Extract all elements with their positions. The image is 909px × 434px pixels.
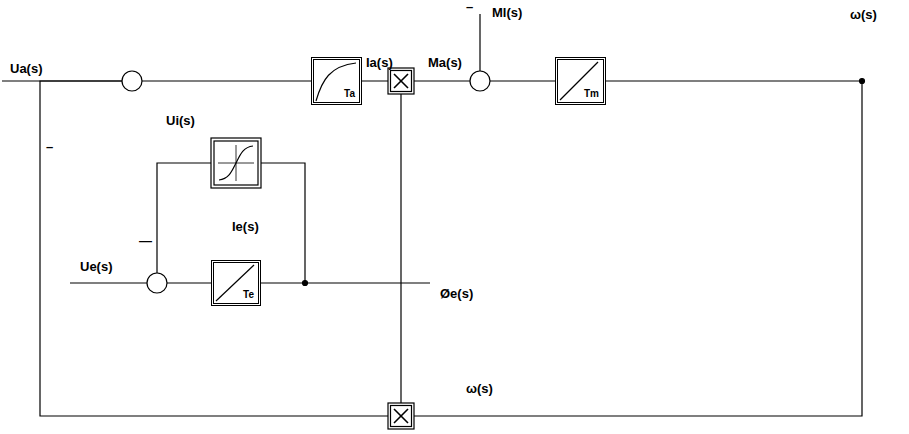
signal-name: Ua(s): [10, 62, 43, 76]
signal-name: ω(s): [850, 8, 877, 22]
summing-junction: [122, 71, 142, 91]
multiplier-symbol: [394, 74, 408, 88]
multiplier-block: [391, 71, 412, 92]
signal-name: Ui(s): [166, 114, 195, 128]
signal-name: Øe(s): [440, 287, 473, 301]
signal-wire: [261, 282, 430, 283]
block-time-constant: Tm: [584, 88, 599, 99]
signal-wire: [261, 163, 305, 283]
signal-wire: [2, 80, 122, 81]
minus-sign: —: [139, 234, 152, 248]
transfer-block: Ta: [311, 57, 362, 105]
integrator-ramp-symbol: [560, 62, 598, 100]
lag-curve-symbol: [316, 63, 356, 101]
magnetization-curve: [219, 146, 253, 180]
multiplier-block: [388, 68, 414, 94]
signal-wire: [400, 94, 401, 403]
junction-dot: [860, 79, 865, 84]
signal-wire: [479, 14, 480, 71]
multiplier-symbol: [394, 409, 408, 423]
summing-junction: [470, 71, 490, 91]
transfer-block: Te: [211, 260, 261, 306]
multiplier-symbol: [394, 409, 408, 423]
signal-wire: [70, 282, 147, 283]
summing-junction: [147, 273, 167, 293]
minus-sign: –: [46, 140, 53, 154]
signal-name: Ma(s): [428, 56, 462, 70]
signal-name: Ia(s): [366, 56, 393, 70]
nonlinear-block: [214, 141, 258, 185]
integrator-ramp-symbol: [216, 265, 254, 301]
signal-wire: [167, 282, 211, 283]
multiplier-block: [388, 403, 414, 429]
signal-name: Ue(s): [80, 260, 113, 274]
block-time-constant: Te: [243, 289, 254, 300]
multiplier-block: [391, 406, 412, 427]
signal-name: Ml(s): [492, 6, 522, 20]
minus-sign: –: [466, 0, 473, 14]
signal-name: Ie(s): [232, 220, 259, 234]
signal-wire: [157, 163, 211, 273]
multiplier-symbol: [394, 74, 408, 88]
block-time-constant: Ta: [344, 88, 355, 99]
nonlinear-block: [211, 138, 261, 188]
signal-name: ω(s): [466, 382, 493, 396]
transfer-block: Tm: [555, 57, 606, 105]
signal-connector: [40, 81, 862, 416]
